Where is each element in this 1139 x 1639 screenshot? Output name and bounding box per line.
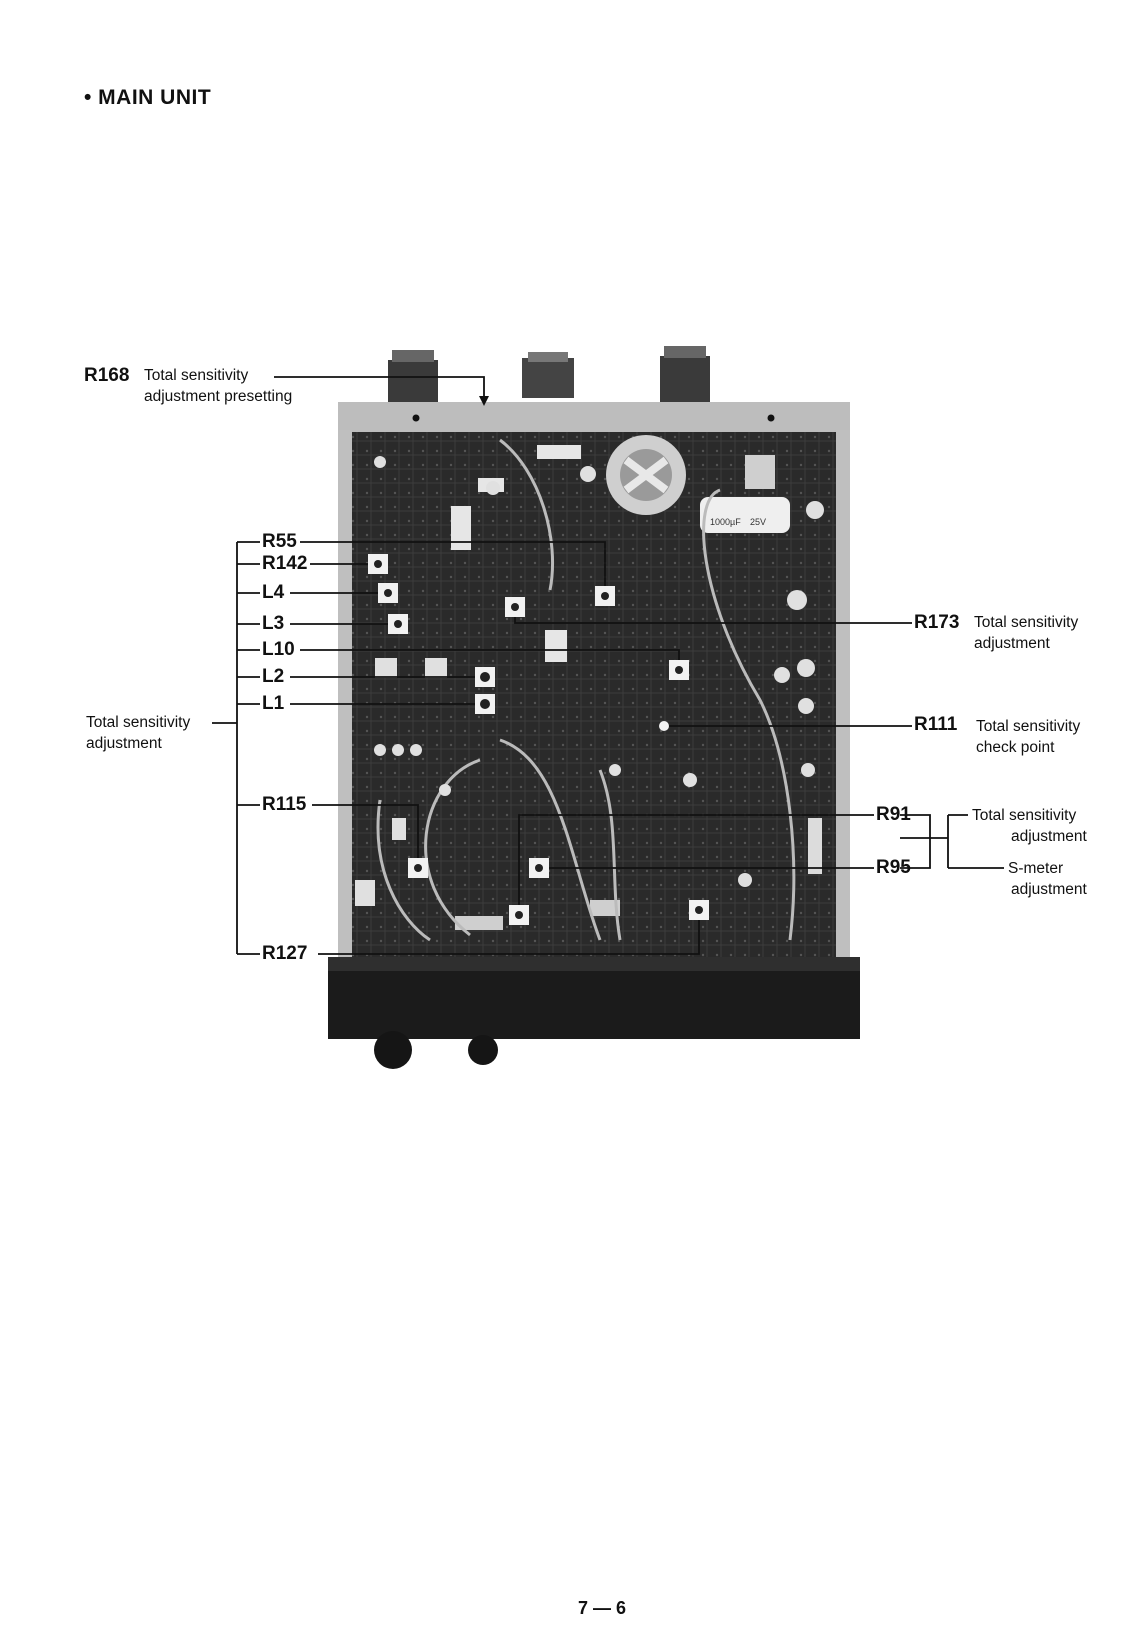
point-r173 xyxy=(505,597,525,617)
callout-l2-ref: L2 xyxy=(262,666,284,688)
callout-r111-ref: R111 xyxy=(914,714,957,736)
callout-r91-ref: R91 xyxy=(876,804,911,826)
point-r95 xyxy=(529,858,549,878)
callout-r95-desc-2: adjustment xyxy=(1011,879,1087,900)
callout-r111-desc-1: Total sensitivity xyxy=(976,716,1080,737)
svg-text:1000µF: 1000µF xyxy=(710,517,741,527)
callout-l1-ref: L1 xyxy=(262,693,284,715)
callout-r91-desc-2: adjustment xyxy=(1011,826,1087,847)
callout-r168-desc-2: adjustment presetting xyxy=(144,386,292,407)
callout-l4-ref: L4 xyxy=(262,582,284,604)
point-l4 xyxy=(378,583,398,603)
callout-r127-ref: R127 xyxy=(262,943,307,965)
callout-r168-desc-1: Total sensitivity xyxy=(144,365,248,386)
point-r111 xyxy=(659,721,669,731)
callout-r173-desc-1: Total sensitivity xyxy=(974,612,1078,633)
front-knob-left xyxy=(374,1031,412,1069)
callout-r111-desc-2: check point xyxy=(976,737,1054,758)
rear-connectors xyxy=(388,346,710,405)
callout-r91-desc-1: Total sensitivity xyxy=(972,805,1076,826)
chassis-right-rail xyxy=(836,430,850,960)
callout-r95-desc-1: S-meter xyxy=(1008,858,1063,879)
chassis-left-rail xyxy=(338,430,352,960)
callout-r173-ref: R173 xyxy=(914,612,959,634)
callout-l3-ref: L3 xyxy=(262,613,284,635)
front-knob-right xyxy=(468,1035,498,1065)
callout-l10-ref: L10 xyxy=(262,639,295,661)
point-r142 xyxy=(368,554,388,574)
point-l2 xyxy=(475,667,495,687)
callout-r142-ref: R142 xyxy=(262,553,307,575)
svg-text:25V: 25V xyxy=(750,517,766,527)
point-l1 xyxy=(475,694,495,714)
callout-r115-ref: R115 xyxy=(262,794,306,816)
point-r55 xyxy=(595,586,615,606)
point-l3 xyxy=(388,614,408,634)
point-r115 xyxy=(408,858,428,878)
callout-r95-ref: R95 xyxy=(876,857,911,879)
page-number: 7 — 6 xyxy=(578,1598,626,1619)
point-l10 xyxy=(669,660,689,680)
callout-r55-ref: R55 xyxy=(262,531,297,553)
point-r91 xyxy=(509,905,529,925)
left-group-desc-2: adjustment xyxy=(86,733,162,754)
left-group-desc-1: Total sensitivity xyxy=(86,712,190,733)
callout-r168-ref: R168 xyxy=(84,365,129,387)
electrolytic-capacitor: 1000µF 25V xyxy=(700,497,790,533)
point-r127 xyxy=(689,900,709,920)
callout-r173-desc-2: adjustment xyxy=(974,633,1050,654)
